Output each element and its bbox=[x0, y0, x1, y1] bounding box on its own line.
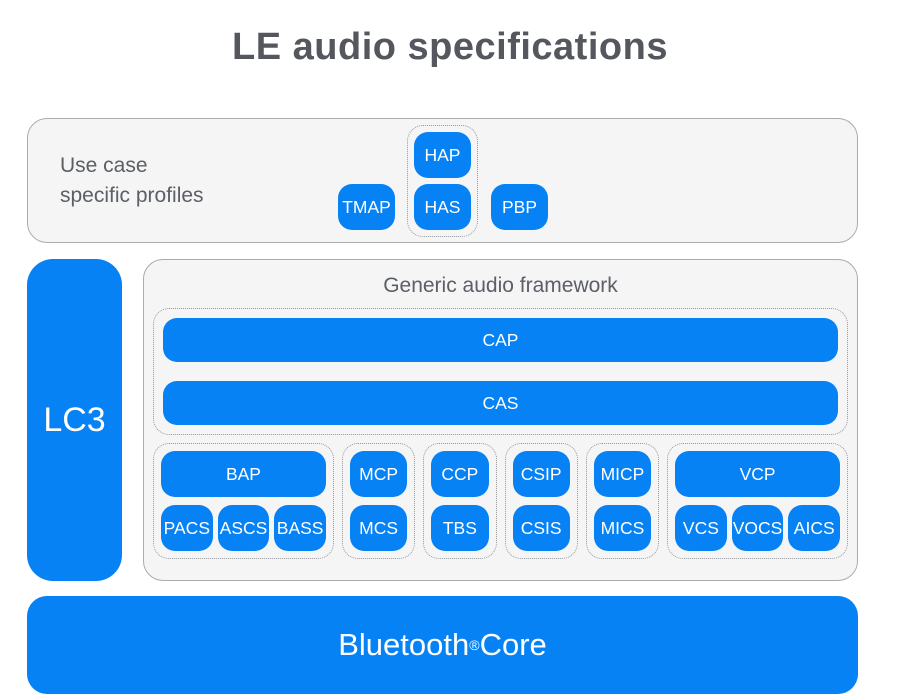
bap-sub-row: PACS ASCS BASS bbox=[161, 505, 326, 551]
use-case-label: Use case specific profiles bbox=[60, 151, 204, 211]
mcs-chip: MCS bbox=[349, 505, 408, 551]
cap-bar: CAP bbox=[163, 318, 838, 362]
lc3-block: LC3 bbox=[27, 259, 122, 581]
bap-group: BAP PACS ASCS BASS bbox=[153, 443, 334, 559]
micp-group: MICP MICS bbox=[585, 443, 660, 559]
use-case-profiles-panel: Use case specific profiles TMAP HAP HAS … bbox=[27, 118, 858, 243]
csis-chip: CSIS bbox=[512, 505, 570, 551]
main-row: LC3 Generic audio framework CAP CAS BAP … bbox=[27, 259, 858, 581]
vocs-chip: VOCS bbox=[731, 505, 784, 551]
vcp-group: VCP VCS VOCS AICS bbox=[667, 443, 849, 559]
profile-chip-pbp: PBP bbox=[491, 184, 548, 230]
csip-chip: CSIP bbox=[512, 451, 570, 497]
aics-chip: AICS bbox=[788, 505, 841, 551]
cap-cas-group: CAP CAS bbox=[153, 308, 848, 435]
use-case-label-line1: Use case bbox=[60, 153, 148, 177]
pacs-chip: PACS bbox=[161, 505, 213, 551]
ccp-sub-row: TBS bbox=[431, 505, 489, 551]
micp-chip: MICP bbox=[593, 451, 652, 497]
framework-title: Generic audio framework bbox=[383, 274, 618, 297]
bluetooth-core-name: Bluetooth bbox=[338, 627, 470, 662]
tbs-chip: TBS bbox=[431, 505, 489, 551]
ccp-chip: CCP bbox=[431, 451, 489, 497]
ccp-group: CCP TBS bbox=[423, 443, 497, 559]
profile-chip-tmap: TMAP bbox=[338, 184, 395, 230]
bluetooth-core-bar: Bluetooth® Core bbox=[27, 596, 858, 694]
le-audio-diagram: LE audio specifications Use case specifi… bbox=[0, 26, 900, 695]
vcp-sub-row: VCS VOCS AICS bbox=[675, 505, 841, 551]
bap-chip: BAP bbox=[161, 451, 326, 497]
profile-chip-hap: HAP bbox=[414, 132, 471, 178]
mcp-group: MCP MCS bbox=[341, 443, 416, 559]
mcp-sub-row: MCS bbox=[349, 505, 408, 551]
bluetooth-core-suffix: Core bbox=[479, 627, 547, 662]
vcs-chip: VCS bbox=[675, 505, 727, 551]
mics-chip: MICS bbox=[593, 505, 652, 551]
use-case-chip-cluster: TMAP HAP HAS PBP bbox=[338, 125, 548, 237]
page-title: LE audio specifications bbox=[232, 26, 668, 68]
cas-bar: CAS bbox=[163, 381, 838, 425]
csip-sub-row: CSIS bbox=[512, 505, 570, 551]
use-case-label-line2: specific profiles bbox=[60, 183, 204, 207]
vcp-chip: VCP bbox=[675, 451, 841, 497]
ascs-chip: ASCS bbox=[217, 505, 270, 551]
profile-groups-row: BAP PACS ASCS BASS MCP MCS CCP bbox=[153, 443, 849, 559]
profile-chip-has: HAS bbox=[414, 184, 471, 230]
generic-audio-framework-panel: Generic audio framework CAP CAS BAP PACS… bbox=[143, 259, 858, 581]
csip-group: CSIP CSIS bbox=[504, 443, 578, 559]
mcp-chip: MCP bbox=[349, 451, 408, 497]
hap-has-group: HAP HAS bbox=[407, 125, 478, 237]
micp-sub-row: MICS bbox=[593, 505, 652, 551]
bass-chip: BASS bbox=[274, 505, 326, 551]
